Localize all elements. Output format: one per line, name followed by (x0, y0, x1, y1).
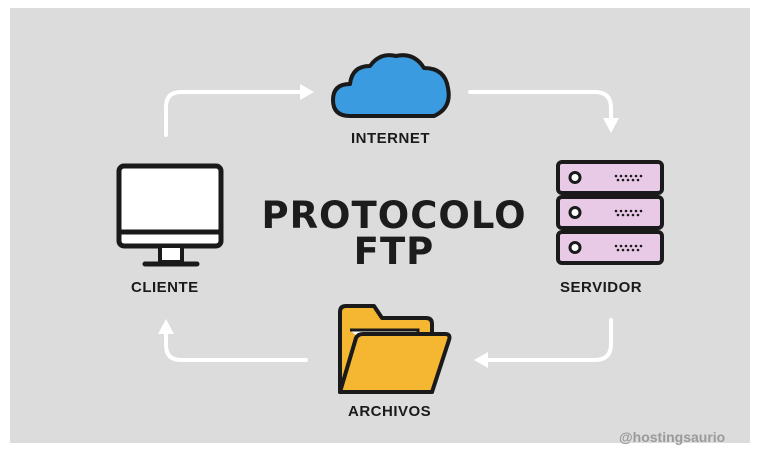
server-icon (556, 160, 664, 265)
diagram-title-line1: PROTOCOLO (261, 194, 527, 237)
node-label-servidor: SERVIDOR (560, 279, 643, 296)
node-label-cliente: CLIENTE (131, 279, 199, 296)
arrow-archivos-to-cliente (164, 330, 308, 362)
arrow-cliente-to-internet (164, 90, 304, 137)
folder-icon (338, 304, 452, 394)
arrow-head-servidor (603, 118, 619, 133)
diagram-title-line2: FTP (353, 230, 435, 273)
arrow-head-cliente (158, 319, 174, 334)
node-label-archivos: ARCHIVOS (348, 403, 432, 420)
watermark: @hostingsaurio (619, 429, 726, 445)
arrow-internet-to-servidor (468, 90, 613, 122)
arrow-head-archivos (474, 352, 488, 368)
monitor-icon (116, 163, 224, 267)
arrow-servidor-to-archivos (484, 318, 613, 362)
arrow-head-internet (300, 84, 314, 100)
node-label-internet: INTERNET (351, 130, 430, 147)
cloud-icon (331, 53, 451, 118)
